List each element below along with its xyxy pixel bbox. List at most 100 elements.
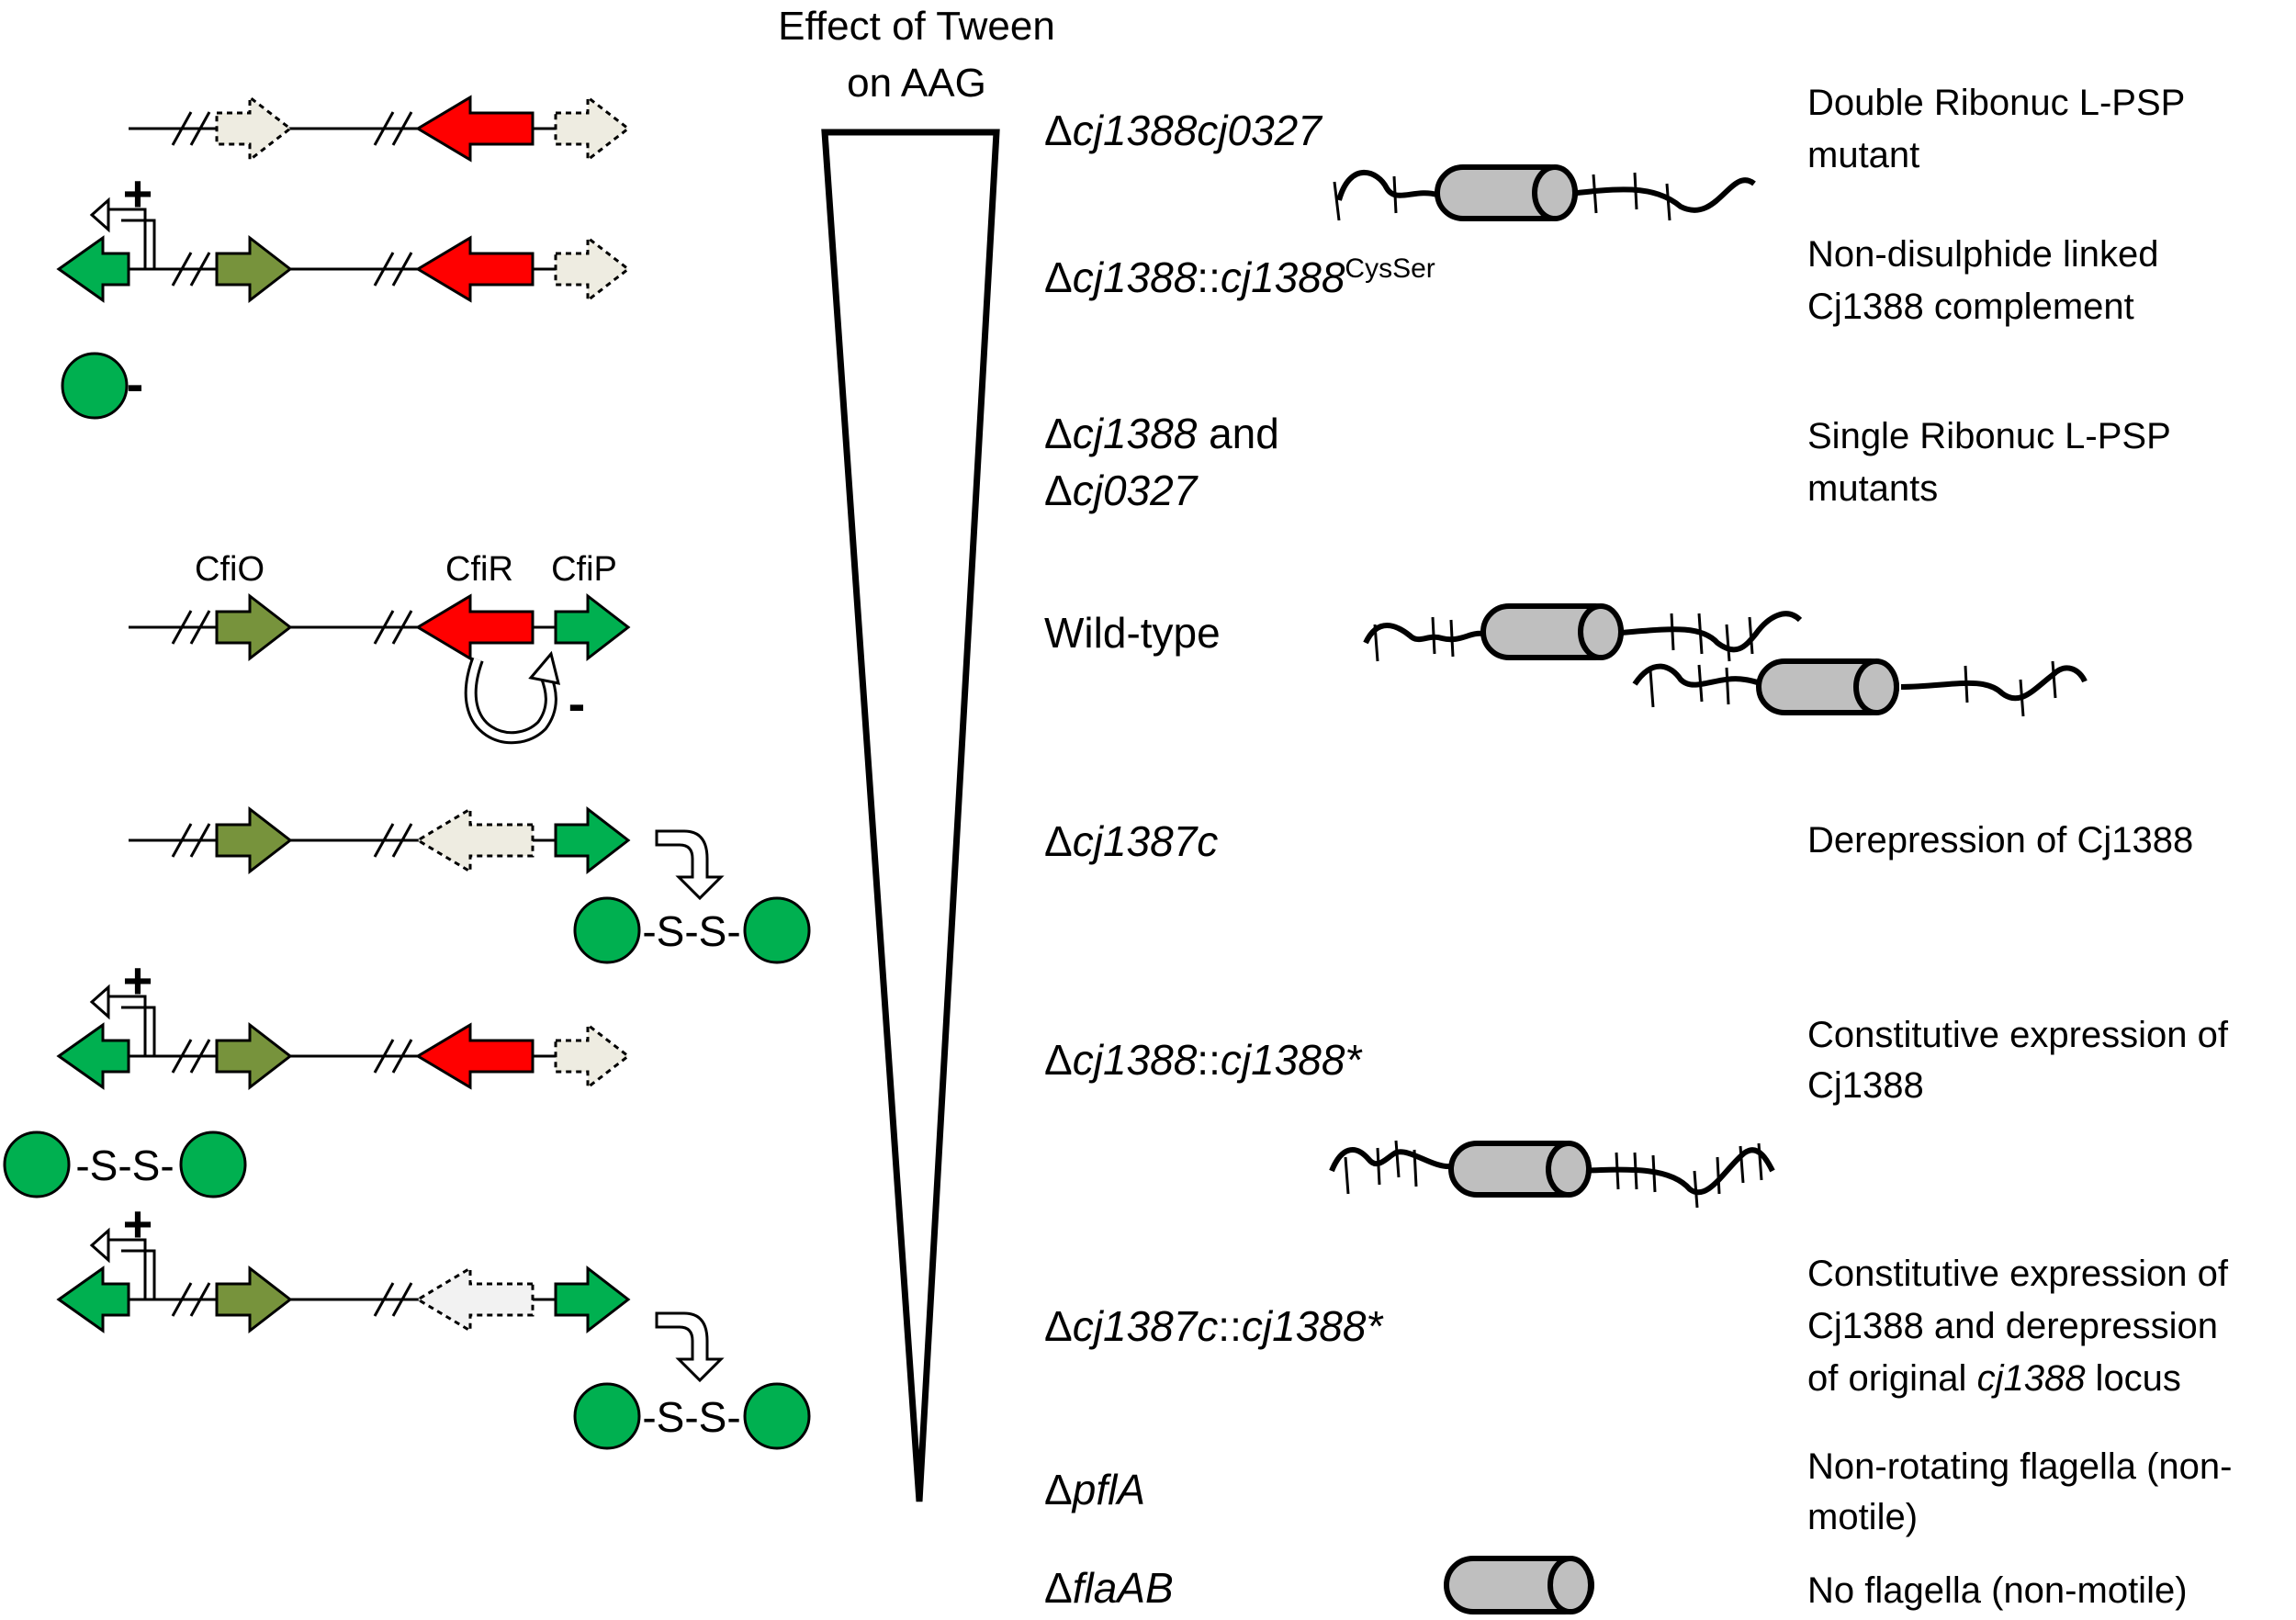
cfip-gene-deleted (554, 94, 631, 163)
text-run: flaAB (1073, 1564, 1174, 1612)
text-run: locus (2085, 1358, 2181, 1399)
text-run: No flagella (non-motile) (1807, 1570, 2188, 1611)
text-run: of original (1807, 1358, 1977, 1399)
bacterium-constitutive (1329, 1140, 1775, 1209)
text-run: Δ (1044, 1564, 1073, 1612)
description-line: of original cj1388 locus (1807, 1358, 2181, 1399)
complement-cfip-gene (56, 1022, 130, 1090)
text-run: cj1388 (1073, 253, 1198, 301)
text-run: cj1388* (1221, 1036, 1364, 1084)
text-run: cj1388* (1242, 1302, 1385, 1350)
gene-diagrams (3, 94, 811, 1450)
text-run: Δ (1044, 107, 1073, 154)
disulfide-link: -S-S- (642, 1393, 740, 1441)
dimer-protein-b (179, 1131, 247, 1198)
flagellum-ticks (1344, 1140, 1763, 1209)
genotype-row-cj1387c-constitutive (56, 1227, 811, 1450)
cfir-gene (415, 95, 535, 163)
text-run: cj1388 (1073, 1036, 1198, 1084)
complement-cfip-gene (56, 235, 130, 303)
cfio-gene (215, 592, 293, 662)
bacterium-no-flagella (1444, 1556, 1594, 1614)
genotype-row-constitutive (3, 984, 631, 1198)
dimer-protein-a (573, 896, 641, 964)
text-run: Non-rotating flagella (non- (1807, 1446, 2232, 1487)
strain-label: Δcj1388::cj1388* (1044, 1036, 1363, 1084)
cfip-gene (554, 805, 631, 875)
description-line: Non-rotating flagella (non- (1807, 1446, 2232, 1487)
text-run: :: (1197, 253, 1221, 301)
text-run: Constitutive expression of (1807, 1254, 2229, 1294)
text-run: pflA (1071, 1466, 1145, 1513)
description-line: Cj1388 and derepression (1807, 1306, 2218, 1346)
genotype-row-wild-type (129, 592, 631, 745)
text-run: cj1388cj0327 (1073, 107, 1323, 154)
expression-arrow (655, 1311, 725, 1383)
text-run: cj0327 (1073, 467, 1199, 514)
description-line: mutant (1807, 135, 1919, 175)
cfip-gene-deleted (554, 234, 631, 304)
text-run: mutants (1807, 468, 1938, 509)
description-line: Constitutive expression of (1807, 1254, 2229, 1294)
description-line: Cj1388 (1807, 1065, 1924, 1106)
cfio-gene-deleted (215, 94, 293, 163)
genotype-row-cysser (56, 197, 631, 420)
gene-label-cfir: CfiR (445, 550, 513, 589)
strain-label: Δcj0327 (1044, 467, 1199, 514)
activation-sign: + (123, 1195, 153, 1253)
bacterium-wild-type-2 (1632, 658, 2088, 717)
cfir-gene-deleted (415, 806, 535, 874)
text-run: Δ (1044, 410, 1073, 457)
strain-label: Wild-type (1044, 609, 1221, 657)
description-line: No flagella (non-motile) (1807, 1570, 2188, 1611)
cfir-gene (415, 593, 535, 661)
cfip-gene-deleted (554, 1021, 631, 1091)
text-run: Δ (1044, 1302, 1073, 1350)
repression-sign: - (127, 354, 144, 412)
header-line-2: on AAG (847, 61, 986, 106)
description-line: Double Ribonuc L-PSP (1807, 83, 2185, 123)
text-run: Wild-type (1044, 609, 1221, 657)
strain-label: ΔpflA (1044, 1466, 1145, 1513)
dimer-protein-b (743, 1382, 811, 1450)
text-run: Δ (1044, 1466, 1073, 1513)
cfir-gene-deleted (415, 1266, 535, 1333)
monomer-protein (61, 352, 129, 420)
text-run: Cj1388 (1807, 1065, 1924, 1106)
cfir-gene (415, 1022, 535, 1090)
repression-sign: - (568, 674, 586, 732)
strain-label: Δcj1387c::cj1388* (1044, 1302, 1384, 1350)
description-line: Cj1388 complement (1807, 287, 2134, 327)
strain-label: Δcj1388::cj1388CysSer (1044, 253, 1435, 302)
text-run: Δ (1044, 253, 1073, 301)
cfio-gene (215, 1265, 293, 1334)
cfio-gene (215, 234, 293, 304)
dimer-protein-a (3, 1131, 71, 1198)
text-run: cj1387c (1073, 1302, 1219, 1350)
cfip-gene (554, 592, 631, 662)
disulfide-link: -S-S- (75, 1142, 174, 1189)
bacterium-wild-type-1 (1363, 603, 1803, 662)
text-run: motile) (1807, 1497, 1918, 1537)
text-run: Double Ribonuc L-PSP (1807, 83, 2185, 123)
cfio-gene (215, 1021, 293, 1091)
bacteria (1329, 164, 2088, 1614)
strain-label: Δcj1387c (1044, 817, 1218, 865)
complement-cfip-gene (56, 1266, 130, 1333)
text-run: Derepression of Cj1388 (1807, 820, 2193, 861)
flagellum-ticks (1649, 660, 2057, 717)
promoter-arrow (121, 219, 156, 269)
flagellum-ticks (1373, 613, 1754, 662)
description-line: Derepression of Cj1388 (1807, 820, 2193, 861)
text-run: Constitutive expression of (1807, 1015, 2229, 1055)
text-run: :: (1218, 1302, 1242, 1350)
text-run: cj1388 (1977, 1358, 2087, 1399)
strain-label: ΔflaAB (1044, 1564, 1174, 1612)
cfir-gene (415, 235, 535, 303)
text-run: Δ (1044, 1036, 1073, 1084)
description-line: Single Ribonuc L-PSP (1807, 416, 2171, 456)
strain-label: Δcj1388 and (1044, 410, 1279, 457)
activation-sign: + (123, 951, 153, 1009)
dimer-protein-a (573, 1382, 641, 1450)
